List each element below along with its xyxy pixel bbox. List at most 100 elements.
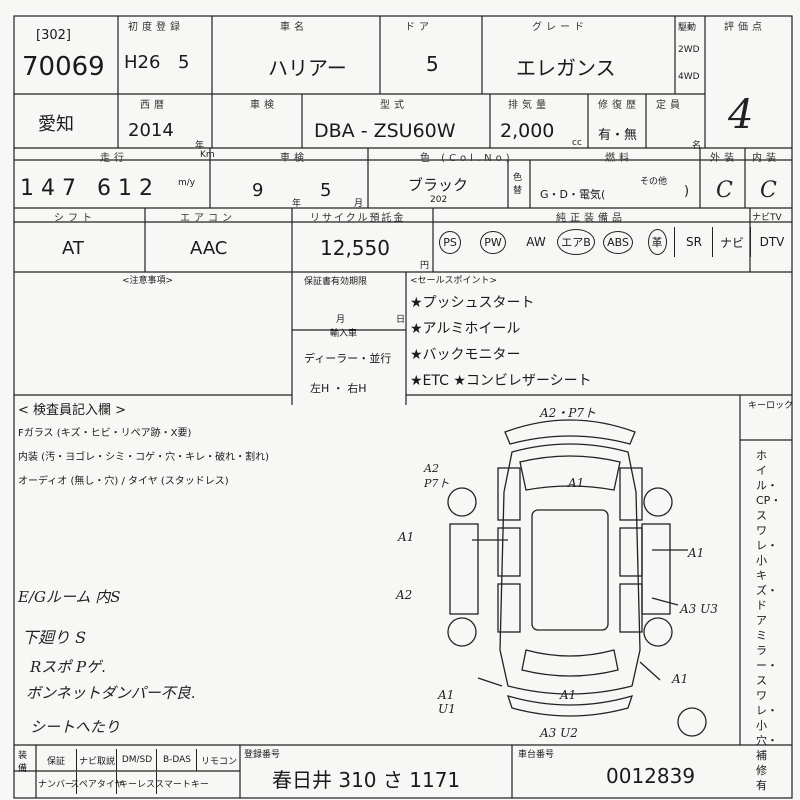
label-drive: 駆動 bbox=[678, 23, 697, 33]
lot-code: [302] bbox=[36, 28, 71, 43]
label-reg-number: 登録番号 bbox=[244, 750, 281, 760]
exterior-score: C bbox=[716, 178, 733, 203]
capacity-unit: 名 bbox=[692, 141, 702, 151]
fuel-options: G・D・電気( bbox=[540, 188, 606, 201]
option-remote: リモコン bbox=[196, 749, 241, 771]
mileage-value: 147 612 bbox=[20, 176, 160, 201]
label-car-inspection: 車検 bbox=[280, 153, 308, 164]
repair-history: 有・無 bbox=[598, 128, 638, 143]
equip-dtv: DTV bbox=[750, 227, 793, 257]
label-chassis: 車台番号 bbox=[518, 750, 555, 760]
shift-value: AT bbox=[62, 238, 84, 259]
label-inspector: < 検査員記入欄 > bbox=[18, 403, 127, 418]
sales-point: ★ETC ★コンビレザーシート bbox=[410, 373, 592, 389]
year-unit-2: 年 bbox=[292, 199, 302, 209]
label-repair-history: 修復歴 bbox=[598, 100, 640, 111]
equip-ps: PS bbox=[433, 227, 467, 257]
label-first-reg: 初度登録 bbox=[128, 22, 184, 33]
equip-airbag: エアB bbox=[556, 227, 596, 257]
damage-mark: A1 bbox=[560, 688, 577, 702]
label-capacity: 定員 bbox=[656, 100, 684, 111]
side-vertical-checks: ホイル・CP・スワレ・小キズ・ドアミラー・スワレ・小穴・補修有 bbox=[756, 449, 782, 792]
handwritten-note: Rスポ Pゲ. bbox=[30, 658, 106, 676]
cc-unit: cc bbox=[572, 138, 582, 148]
check-audio-tire: オーディオ (無し・穴) / タイヤ (スタッドレス) bbox=[18, 476, 229, 487]
equip-pw: PW bbox=[476, 227, 510, 257]
label-notes: <注意事項> bbox=[122, 276, 174, 286]
handwritten-note: E/Gルーム 内S bbox=[18, 588, 121, 606]
recycle-fee: 12,550 bbox=[320, 236, 390, 260]
damage-mark: A1 bbox=[568, 476, 585, 490]
era-year: H26 bbox=[124, 52, 161, 73]
damage-mark: A2 bbox=[396, 588, 413, 602]
grade-value: エレガンス bbox=[516, 56, 616, 80]
drive-4wd: 4WD bbox=[678, 72, 700, 82]
option-smartkey: スマートキー bbox=[155, 772, 209, 794]
label-door: ドア bbox=[405, 22, 433, 33]
option-number: ナンバー bbox=[37, 779, 74, 790]
damage-mark: A1 bbox=[688, 546, 705, 560]
warranty-month: 月 bbox=[336, 315, 346, 325]
reg-month: 5 bbox=[178, 52, 190, 73]
label-model: 型式 bbox=[380, 100, 408, 111]
aircon-value: AAC bbox=[190, 238, 228, 259]
model-year: 2014 bbox=[128, 120, 174, 141]
damage-mark: A1 U1 bbox=[438, 688, 456, 716]
lot-number: 70069 bbox=[22, 52, 105, 82]
damage-mark: A2 P7ト bbox=[424, 462, 450, 490]
inspection-year: 9 bbox=[252, 180, 264, 201]
handwritten-note: ボンネットダンパー不良. bbox=[26, 684, 196, 702]
fuel-other: その他 bbox=[640, 177, 668, 187]
region: 愛知 bbox=[38, 114, 74, 135]
sales-point: ★プッシュスタート bbox=[410, 295, 535, 311]
option-nav-manual: ナビ取説 bbox=[76, 749, 117, 771]
equip-leather: 革 bbox=[640, 227, 674, 257]
yen-unit: 円 bbox=[420, 261, 430, 271]
label-fuel: 燃料 bbox=[605, 153, 633, 164]
damage-mark: A3 U3 bbox=[680, 602, 718, 616]
check-front-glass: Fガラス (キズ・ヒビ・リペア跡・X要) bbox=[18, 428, 192, 439]
color-value: ブラック bbox=[408, 176, 469, 194]
import-hand: 左H ・ 右H bbox=[310, 382, 367, 395]
label-recycle: リサイクル預託金 bbox=[310, 213, 406, 224]
check-interior: 内装 (汚・ヨゴレ・シミ・コゲ・穴・キレ・破れ・割れ) bbox=[18, 452, 269, 463]
handwritten-note: 下廻り S bbox=[22, 628, 87, 647]
damage-mark: A1 bbox=[398, 530, 415, 544]
year-unit: 年 bbox=[195, 141, 205, 151]
sales-point: ★バックモニター bbox=[410, 347, 521, 363]
label-mileage: 走行 bbox=[100, 153, 128, 164]
handwritten-note: シートへたり bbox=[30, 718, 121, 736]
label-exterior: 外装 bbox=[710, 153, 738, 164]
label-year: 西暦 bbox=[140, 100, 168, 111]
inspection-month: 5 bbox=[320, 180, 332, 201]
damage-mark: A2・P7ト bbox=[540, 406, 597, 420]
equip-sunroof: SR bbox=[674, 227, 713, 257]
label-color: 色 (Col.No) bbox=[420, 153, 514, 164]
meter-mark: m/y bbox=[178, 178, 196, 188]
option-spare: スペアタイヤ bbox=[70, 772, 124, 794]
displacement: 2,000 bbox=[500, 120, 555, 142]
color-number: 202 bbox=[430, 195, 448, 205]
equip-abs: ABS bbox=[598, 227, 638, 257]
option-warranty: 保証 bbox=[46, 756, 65, 767]
month-unit-2: 月 bbox=[354, 199, 364, 209]
damage-mark: A1 bbox=[672, 672, 689, 686]
label-color-change: 色替 bbox=[513, 173, 523, 196]
label-warranty: 保証書有効期限 bbox=[304, 277, 368, 287]
label-equipment: 純正装備品 bbox=[556, 213, 626, 224]
option-keyless: キーレス bbox=[116, 772, 157, 794]
label-interior: 内装 bbox=[752, 153, 780, 164]
equip-aw: AW bbox=[526, 235, 546, 249]
interior-score: C bbox=[760, 178, 777, 203]
warranty-day: 日 bbox=[396, 315, 406, 325]
car-name: ハリアー bbox=[268, 56, 347, 80]
registration-number: 春日井 310 さ 1171 bbox=[272, 768, 461, 792]
label-grade: グレード bbox=[532, 22, 588, 33]
label-import: 輸入車 bbox=[330, 329, 358, 339]
label-score: 評価点 bbox=[724, 22, 766, 33]
damage-mark: A3 U2 bbox=[540, 726, 578, 740]
equip-navi: ナビ bbox=[712, 227, 751, 257]
label-displacement: 排気量 bbox=[508, 100, 550, 111]
label-inspection: 車検 bbox=[250, 100, 278, 111]
